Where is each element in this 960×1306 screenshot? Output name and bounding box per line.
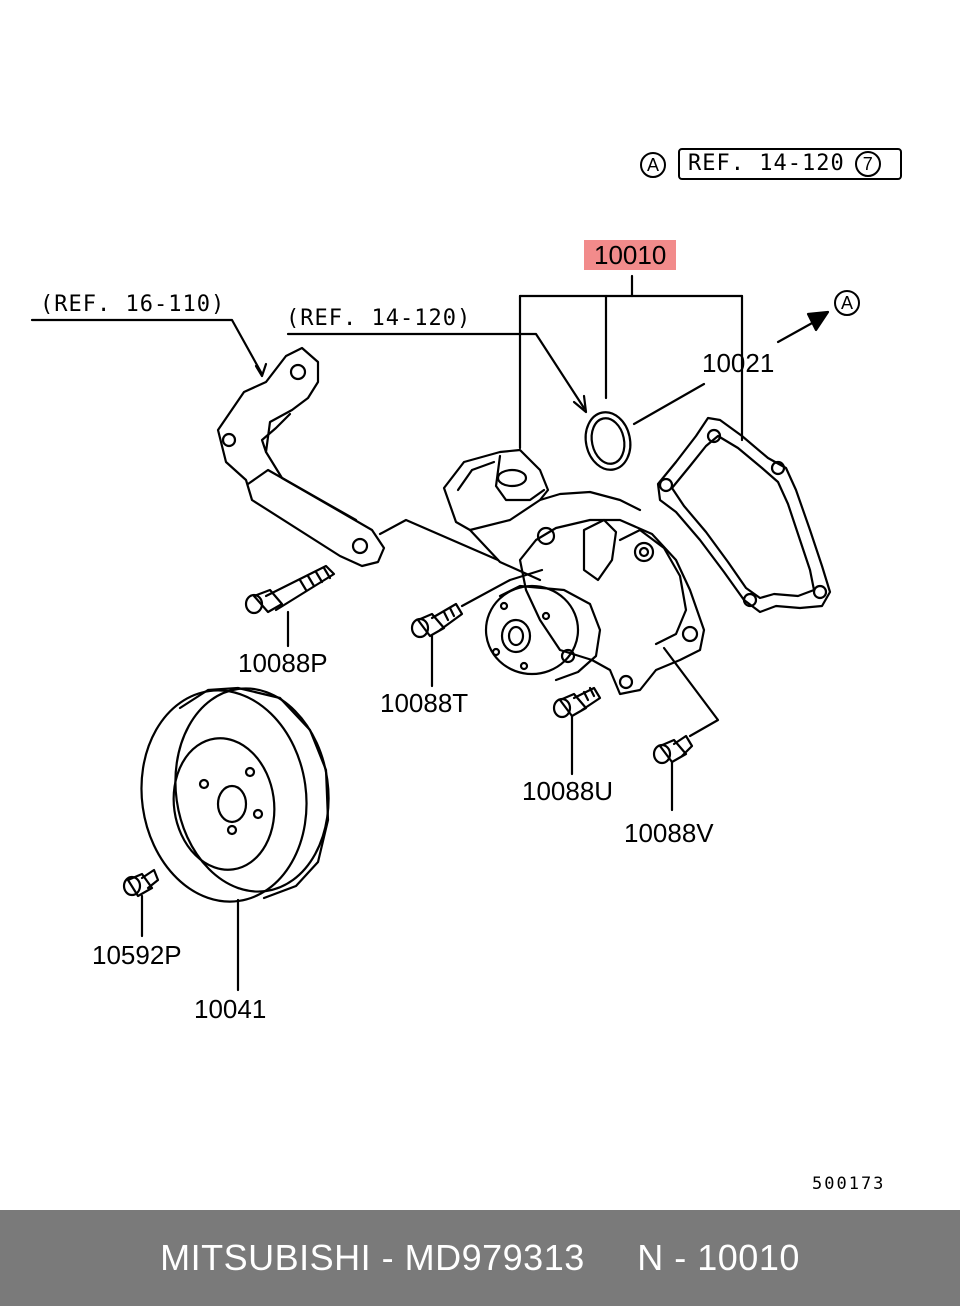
ref-label-16-110: (REF. 16-110) (40, 292, 226, 317)
reference-marker-a-top: A (640, 152, 666, 178)
bracket-link-line (378, 518, 500, 562)
ref-label-14-120: (REF. 14-120) (286, 306, 472, 331)
mount-bracket (216, 346, 386, 568)
main-part-leader (518, 274, 744, 450)
part-label-gasket: 10021 (702, 348, 775, 378)
o-ring (584, 382, 706, 471)
footer-bar: MITSUBISHI - MD979313 N - 10010 (0, 1210, 960, 1306)
bolt-10088u (552, 686, 602, 776)
part-label-pulley: 10041 (194, 994, 267, 1024)
pulley (140, 686, 330, 992)
bolt-10088p (244, 564, 336, 648)
footer-ref-number: 10010 (697, 1237, 800, 1278)
part-label-bolt-t: 10088T (380, 688, 469, 718)
footer-part-number: MD979313 (404, 1237, 585, 1278)
reference-page-number: 7 (862, 153, 873, 174)
footer-separator-1: - (371, 1237, 405, 1278)
main-part-label: 10010 (584, 240, 677, 270)
bolt-10592p (122, 868, 160, 938)
footer-ref-prefix: N (637, 1237, 664, 1278)
parts-diagram (30, 274, 832, 992)
water-pump (442, 448, 720, 738)
ref-leaders (30, 310, 830, 414)
footer-text: MITSUBISHI - MD979313 N - 10010 (160, 1237, 800, 1279)
bolt-10088v (652, 734, 694, 812)
part-label-bolt-p: 10088P (238, 648, 328, 678)
footer-separator-2: - (663, 1237, 698, 1278)
diagram-code: 500173 (812, 1174, 886, 1194)
reference-marker-a-top-label: A (646, 154, 659, 175)
bolt-10088t (410, 568, 544, 688)
reference-box-top-text: REF. 14-120 (688, 151, 845, 176)
part-label-bolt-u: 10088U (522, 776, 614, 806)
reference-marker-a-arrow-label: A (840, 292, 853, 313)
reference-page-circle: 7 (854, 151, 881, 177)
footer-gap (585, 1237, 638, 1278)
footer-brand: MITSUBISHI (160, 1237, 372, 1278)
reference-marker-a-arrow: A (834, 290, 860, 316)
part-label-bolt-v: 10088V (624, 818, 714, 848)
part-label-pulley-bolt: 10592P (92, 940, 182, 970)
reference-box-top: REF. 14-120 7 (678, 148, 902, 180)
gasket (656, 416, 832, 614)
